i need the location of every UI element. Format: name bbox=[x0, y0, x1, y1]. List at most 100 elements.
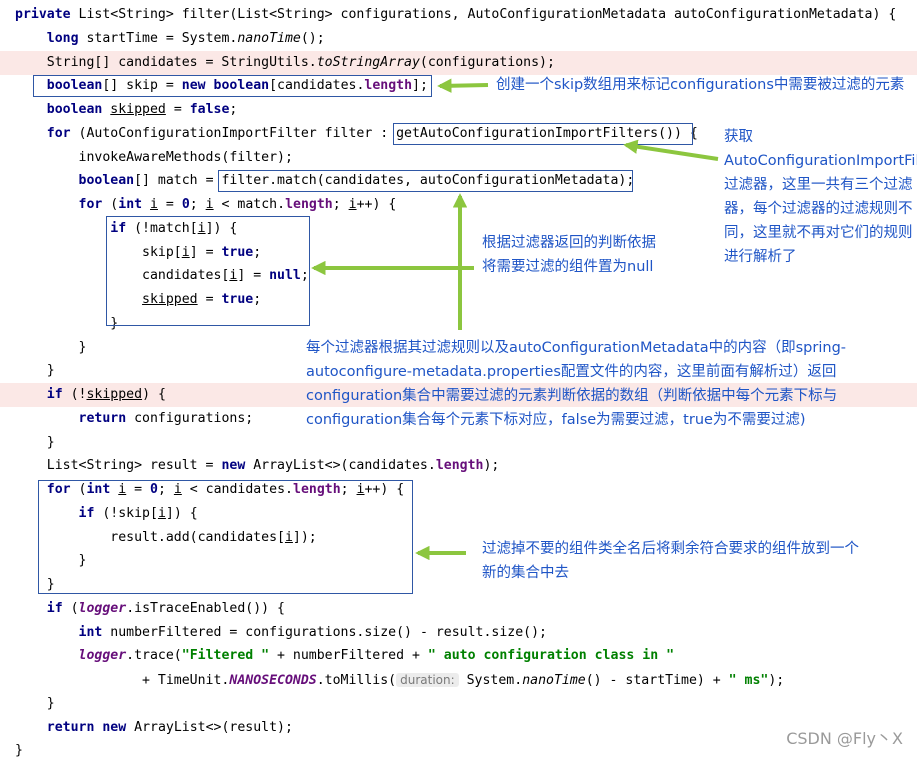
code-token: i bbox=[150, 197, 158, 212]
code-token: return bbox=[78, 410, 127, 426]
code-token: System. bbox=[458, 673, 523, 688]
result-loop-box bbox=[38, 480, 413, 594]
code-token: ); bbox=[768, 673, 785, 688]
code-token: skipped bbox=[142, 292, 198, 307]
code-token: + numberFiltered + bbox=[269, 648, 428, 664]
code-token: ]) { bbox=[165, 505, 198, 521]
code-token: } bbox=[15, 695, 55, 711]
code-token: if bbox=[46, 600, 63, 616]
code-token: .toMillis( bbox=[316, 673, 397, 688]
code-token: ]); bbox=[292, 529, 317, 545]
code-token: null bbox=[269, 268, 301, 284]
code-token: skipped bbox=[110, 102, 166, 117]
code-token: } bbox=[15, 315, 119, 331]
code-token: true bbox=[221, 292, 254, 307]
code-line: } bbox=[0, 431, 917, 455]
code-token: (!skip[ bbox=[94, 505, 158, 521]
code-token: .isTraceEnabled()) { bbox=[126, 600, 285, 616]
code-token: < candidates. bbox=[181, 482, 293, 497]
code-token: (configurations); bbox=[419, 54, 555, 70]
csdn-watermark: CSDN @Fly丶X bbox=[786, 729, 903, 748]
code-token: int bbox=[86, 482, 111, 497]
code-line: } bbox=[0, 359, 917, 383]
code-token: length bbox=[285, 197, 333, 212]
code-token: skip[ bbox=[15, 244, 182, 260]
annotation-collect-result: 过滤掉不要的组件类全名后将剩余符合要求的组件放到一个新的集合中去 bbox=[482, 541, 859, 581]
code-token: } bbox=[15, 577, 55, 592]
code-token: ++) { bbox=[356, 197, 397, 212]
code-token: nanoTime bbox=[522, 673, 586, 688]
code-token: for bbox=[46, 125, 71, 141]
code-token: false bbox=[189, 102, 230, 117]
code-line: boolean[] match = filter.match(candidate… bbox=[0, 169, 917, 193]
code-token: 0 bbox=[181, 197, 190, 212]
code-token: } bbox=[15, 339, 87, 355]
code-token: ArrayList<>(candidates. bbox=[245, 458, 436, 474]
code-token: for bbox=[78, 197, 103, 212]
code-token: List<String> filter(List<String> configu… bbox=[70, 7, 897, 22]
code-token: configurations; bbox=[126, 410, 254, 426]
code-token: ( bbox=[62, 600, 79, 616]
code-token: new bbox=[181, 78, 206, 94]
code-token: i bbox=[197, 220, 206, 236]
code-line: private List<String> filter(List<String>… bbox=[0, 3, 917, 27]
code-line: } bbox=[0, 312, 917, 336]
code-token: length bbox=[435, 458, 484, 474]
skip-array-box bbox=[33, 75, 432, 97]
code-token: ; bbox=[340, 482, 357, 497]
code-token: length bbox=[293, 482, 341, 497]
code-token: ] = bbox=[189, 244, 222, 260]
code-line: if (!match[i]) { bbox=[0, 217, 917, 241]
code-token: i bbox=[205, 197, 214, 212]
code-token: .trace( bbox=[126, 648, 182, 664]
code-token: < match. bbox=[213, 197, 286, 212]
code-token: (! bbox=[62, 387, 87, 402]
code-token: [] skip = bbox=[102, 78, 182, 94]
code-token: boolean bbox=[78, 173, 135, 189]
code-token: i bbox=[284, 529, 293, 545]
code-token: toStringArray bbox=[316, 54, 420, 70]
code-token: ]) { bbox=[205, 220, 238, 236]
code-token: = bbox=[157, 197, 182, 212]
code-line: boolean skipped = false; bbox=[0, 98, 917, 122]
code-line: return configurations; bbox=[0, 407, 917, 431]
code-token: "Filtered " bbox=[181, 648, 270, 664]
parameter-hint: duration: bbox=[396, 673, 459, 687]
code-line: for (int i = 0; i < candidates.length; i… bbox=[0, 478, 917, 502]
code-line: for (int i = 0; i < match.length; i++) { bbox=[0, 193, 917, 217]
code-token: (AutoConfigurationImportFilter filter : … bbox=[70, 125, 698, 141]
code-line: skipped = true; bbox=[0, 288, 917, 312]
code-token: candidates[ bbox=[15, 268, 230, 284]
code-line: candidates[i] = null; bbox=[0, 264, 917, 288]
code-token: skipped bbox=[86, 387, 143, 402]
code-token: true bbox=[221, 244, 254, 260]
code-token: numberFiltered = configurations.size() -… bbox=[102, 624, 547, 640]
code-token: long bbox=[46, 30, 79, 46]
code-token: logger bbox=[78, 600, 127, 616]
code-token: ; bbox=[158, 482, 174, 497]
code-token: int bbox=[118, 197, 143, 212]
code-token: } bbox=[15, 434, 55, 450]
code-token: ( bbox=[102, 197, 119, 212]
code-token: if bbox=[46, 387, 63, 402]
filter-match-box bbox=[218, 170, 633, 192]
code-token: ]; bbox=[412, 78, 428, 94]
code-token: ; bbox=[253, 244, 262, 260]
code-token: boolean bbox=[213, 78, 270, 94]
code-token: i bbox=[157, 505, 166, 521]
code-token: List<String> result = bbox=[15, 458, 222, 474]
code-token: int bbox=[78, 624, 103, 640]
code-line: return new ArrayList<>(result); bbox=[0, 716, 917, 740]
code-line: logger.trace("Filtered " + numberFiltere… bbox=[0, 644, 917, 668]
code-line: } bbox=[0, 692, 917, 716]
code-token: i bbox=[356, 482, 365, 497]
code-token: ; bbox=[300, 268, 309, 284]
code-line: String[] candidates = StringUtils.toStri… bbox=[0, 50, 917, 75]
annotation-skip-array: 创建一个skip数组用来标记configurations中需要被过滤的元素 bbox=[496, 77, 905, 93]
code-token: startTime = System. bbox=[78, 30, 238, 46]
code-line: } bbox=[0, 573, 917, 597]
code-token: private bbox=[15, 7, 71, 22]
code-line: result.add(candidates[i]); bbox=[0, 526, 917, 550]
code-token: (); bbox=[300, 30, 325, 46]
code-line: int numberFiltered = configurations.size… bbox=[0, 621, 917, 645]
